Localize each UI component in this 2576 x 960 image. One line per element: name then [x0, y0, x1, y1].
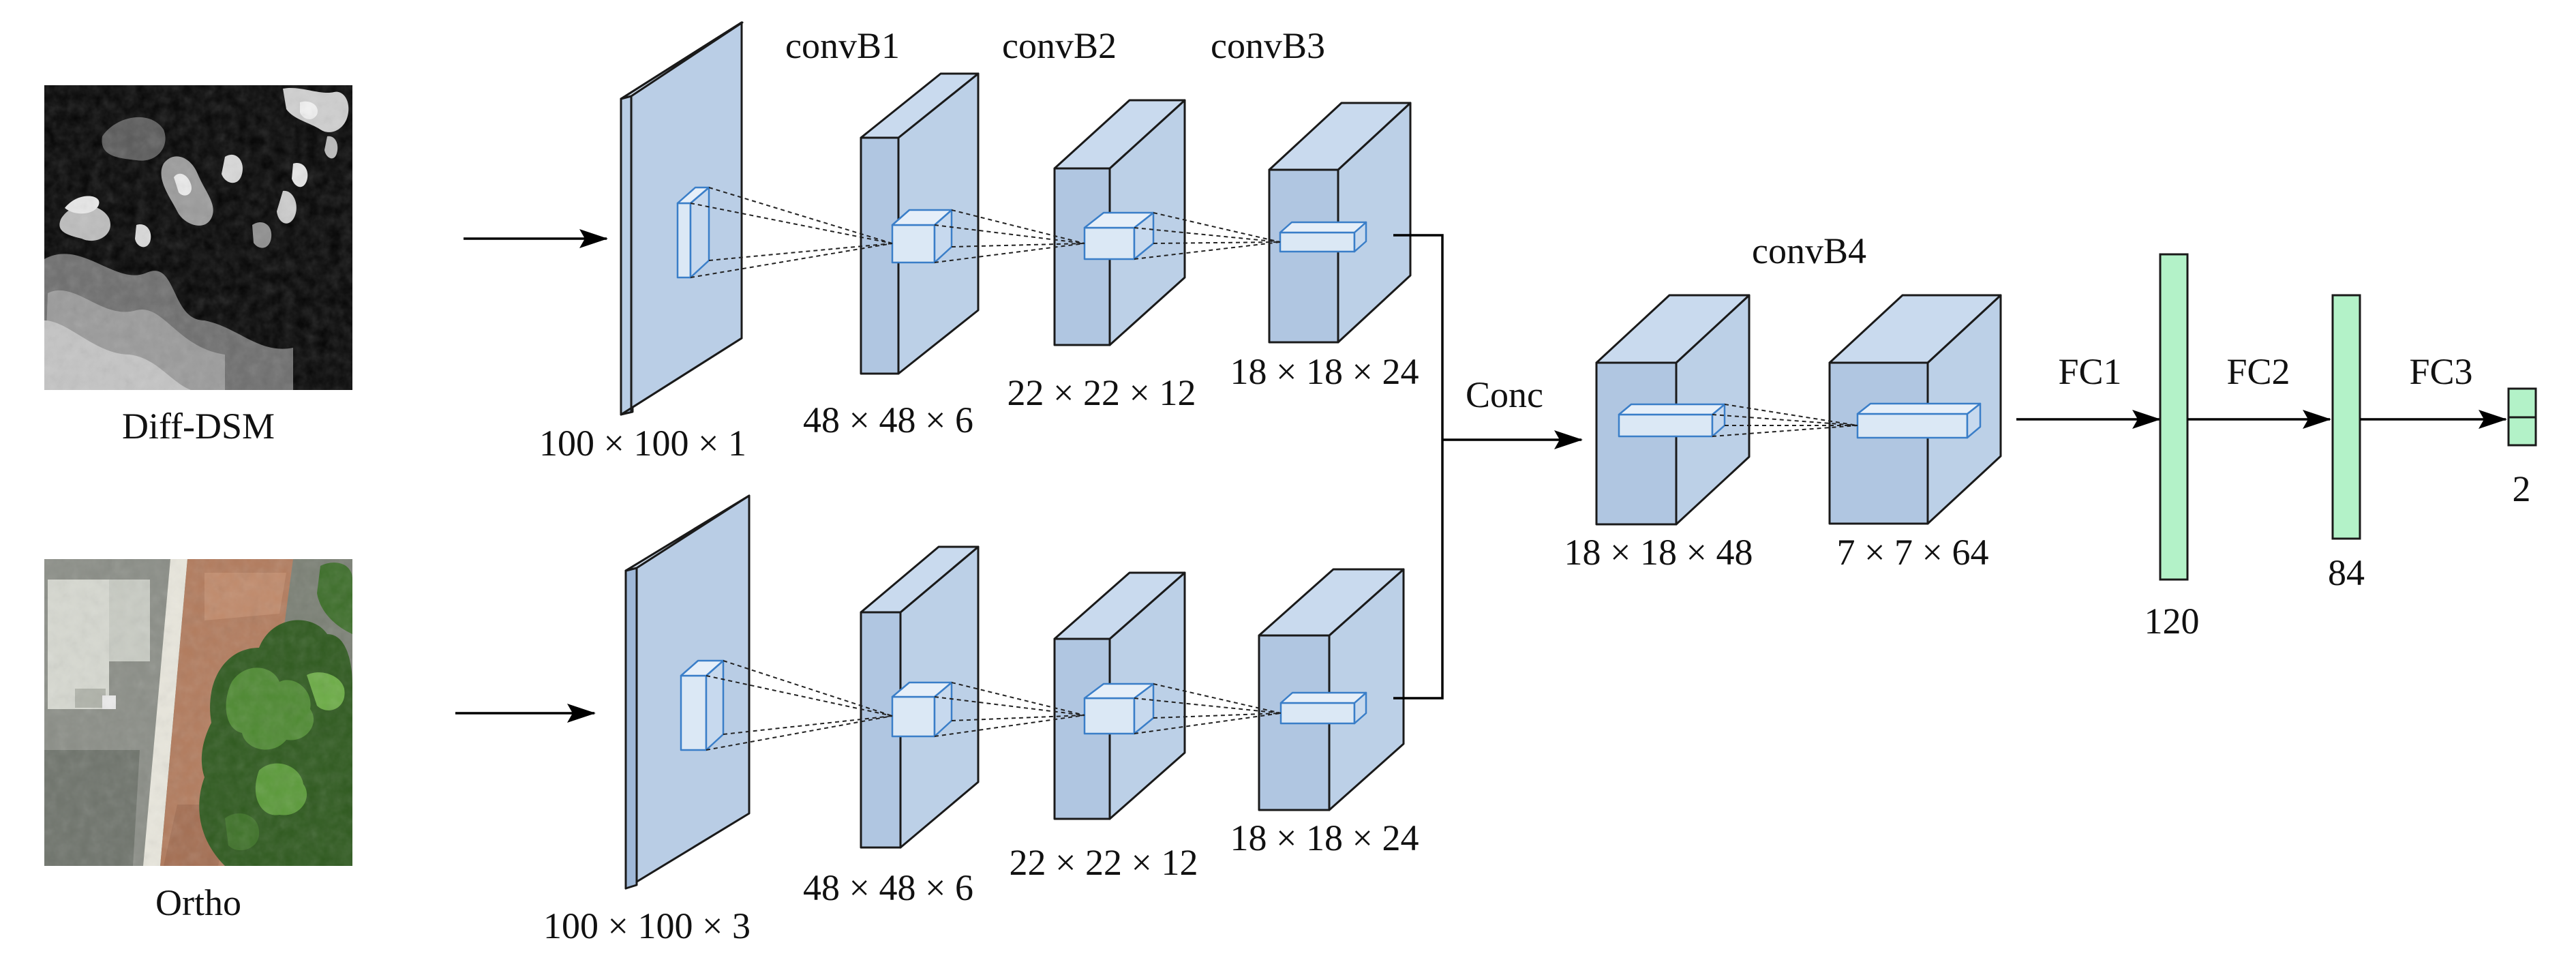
bottom-receptive-field-lines [706, 660, 1282, 751]
fc2-label: FC2 [2226, 351, 2290, 392]
convb2-title: convB2 [1002, 25, 1117, 66]
bottom-input-dim-label: 100 × 100 × 3 [543, 905, 751, 946]
bottom-convb1-kernel [891, 681, 953, 738]
bottom-convb2-kernel [1083, 682, 1155, 735]
top-convb2-kernel [1083, 211, 1155, 260]
top-convb1-dim-label: 48 × 48 × 6 [803, 400, 973, 440]
top-convb3-volume [1268, 102, 1412, 344]
fc1-size-label: 120 [2145, 601, 2200, 642]
convb3-title: convB3 [1211, 25, 1325, 66]
fc2-size-label: 84 [2328, 552, 2365, 593]
top-convb3-dim-label: 18 × 18 × 24 [1230, 351, 1419, 392]
bottom-convb3-dim-label: 18 × 18 × 24 [1230, 817, 1419, 858]
convb4-volume [1828, 294, 2002, 525]
top-input-dim-label: 100 × 100 × 1 [539, 423, 746, 464]
top-convb1-kernel [891, 209, 953, 264]
convb4-dim-label: 7 × 7 × 64 [1837, 532, 1989, 573]
concat-label: Conc [1466, 374, 1543, 415]
diff-dsm-label: Diff-DSM [122, 406, 275, 447]
top-receptive-field-lines [690, 187, 1281, 278]
diff-dsm-image [44, 85, 352, 390]
ortho-image [44, 559, 352, 866]
bottom-convb3-volume [1258, 568, 1405, 811]
bottom-input-kernel [680, 659, 725, 751]
concat-connector [1393, 234, 1583, 700]
top-branch [620, 21, 1412, 416]
top-convb2-dim-label: 22 × 22 × 12 [1007, 372, 1196, 413]
fc1-label: FC1 [2058, 351, 2121, 392]
bottom-branch [624, 494, 1405, 890]
bottom-convb1-dim-label: 48 × 48 × 6 [803, 867, 973, 908]
fc-layer-84 [2331, 294, 2361, 540]
bottom-convb2-dim-label: 22 × 22 × 12 [1010, 842, 1198, 883]
fc3-label: FC3 [2409, 351, 2472, 392]
top-convb3-kernel [1279, 221, 1367, 253]
top-input-kernel [676, 186, 710, 279]
convb1-title: convB1 [785, 25, 900, 66]
bottom-convb3-kernel [1279, 691, 1367, 725]
concat-dim-label: 18 × 18 × 48 [1564, 532, 1753, 573]
fc-layer-120 [2159, 253, 2189, 581]
convb4-title: convB4 [1752, 230, 1866, 271]
concat-volume [1595, 294, 1751, 526]
ortho-label: Ortho [155, 882, 241, 923]
bottom-convb1-volume [860, 545, 980, 849]
output-size-label: 2 [2513, 468, 2531, 509]
convb4-receptive-field-lines [1712, 404, 1858, 437]
